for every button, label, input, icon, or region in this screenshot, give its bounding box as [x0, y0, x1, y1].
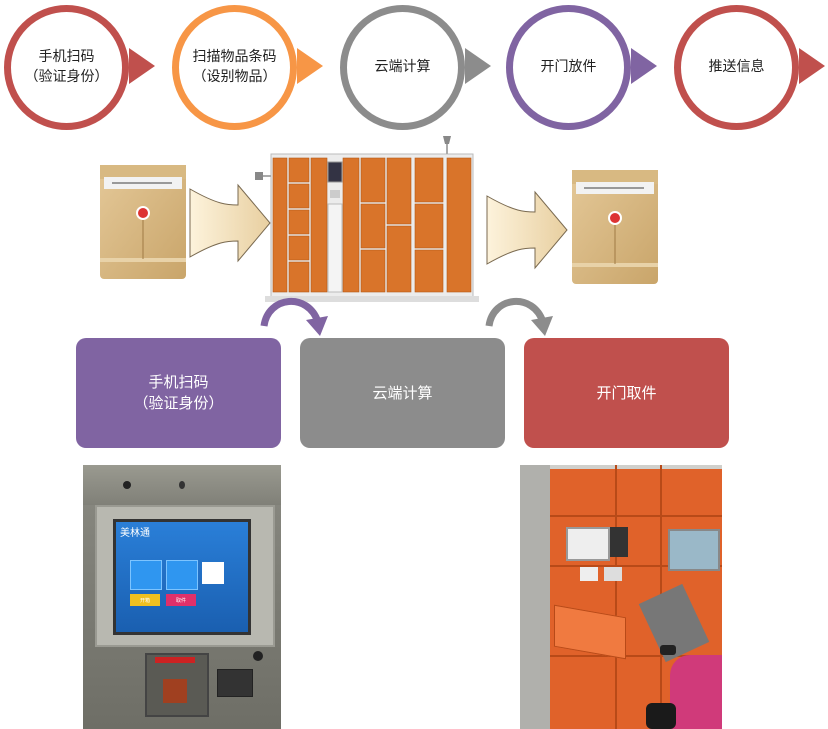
- step-label: 云端计算: [372, 383, 433, 402]
- flow-arrow-icon: [631, 48, 657, 84]
- step-label: 手机扫码: [38, 48, 95, 65]
- flow-step-open-deposit: 开门放件: [506, 5, 631, 130]
- flow-step-cloud-compute: 云端计算: [340, 5, 465, 130]
- kiosk-photo: 美林通 开箱 取件: [83, 465, 281, 729]
- flow-arrow-icon: [297, 48, 323, 84]
- step-label: 扫描物品条码: [192, 48, 277, 65]
- step-label: 开门取件: [596, 383, 657, 402]
- curved-arrow-icon: [485, 297, 553, 336]
- envelope-right-icon: [572, 170, 658, 284]
- flow-step-scan-phone: 手机扫码 （验证身份）: [4, 5, 129, 130]
- flow-arrow-icon: [465, 48, 491, 84]
- step-label: 推送信息: [708, 58, 765, 75]
- step-label: 云端计算: [374, 58, 431, 75]
- kiosk-tile-deposit: 开箱: [139, 598, 150, 604]
- step-sublabel: （设别物品）: [192, 68, 277, 85]
- flow-step-scan-barcode: 扫描物品条码 （设别物品）: [172, 5, 297, 130]
- kiosk-screen: 美林通 开箱 取件: [113, 519, 251, 635]
- transfer-arrow-icon: [189, 183, 271, 263]
- kiosk-tile-pickup: 取件: [175, 598, 186, 604]
- kiosk-brand: 美林通: [120, 528, 150, 539]
- pickup-step-cloud-compute: 云端计算: [300, 338, 505, 448]
- step-label: 开门放件: [540, 58, 597, 75]
- pickup-step-scan-phone: 手机扫码 （验证身份）: [76, 338, 281, 448]
- curved-arrow-icon: [260, 297, 328, 336]
- flow-arrow-icon: [129, 48, 155, 84]
- step-sublabel: （验证身份）: [133, 394, 224, 412]
- flow-arrow-icon: [799, 48, 825, 84]
- transfer-arrow-icon: [486, 190, 568, 270]
- envelope-left-icon: [100, 165, 186, 279]
- locker-cabinet-illustration: [255, 136, 479, 302]
- flow-step-push-message: 推送信息: [674, 5, 799, 130]
- step-label: 手机扫码: [148, 373, 209, 391]
- step-sublabel: （验证身份）: [24, 68, 109, 85]
- pickup-step-open-pickup: 开门取件: [524, 338, 729, 448]
- locker-pickup-photo: [520, 465, 722, 729]
